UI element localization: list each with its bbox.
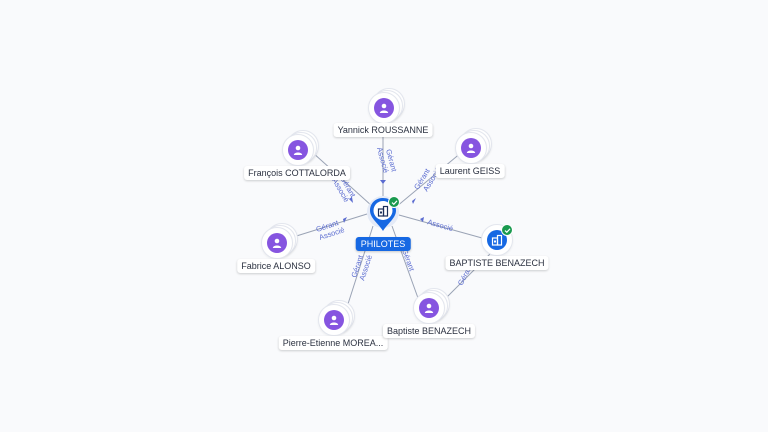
edge-arrow [349,197,353,203]
person-icon [374,98,394,118]
edge-arrow [380,180,386,184]
node-fabrice[interactable] [261,223,298,259]
edge-laurent [395,151,463,208]
node-baptiste[interactable] [413,288,450,324]
node-pierre[interactable] [318,300,355,336]
node-label-fabrice[interactable]: Fabrice ALONSO [237,259,315,273]
edge-label-baptiste-1: Gérant [400,248,417,273]
edge-fabrice [289,213,368,239]
node-francois[interactable] [282,130,319,166]
node-yannick[interactable] [368,88,405,124]
center-node-philotes[interactable] [366,195,400,231]
building-icon [487,230,507,250]
node-baptiste-company[interactable] [481,224,513,256]
edge-label-baptiste-company-1: Associé [426,217,454,233]
node-label-yannick[interactable]: Yannick ROUSSANNE [333,123,433,137]
edge-arrow [343,217,347,223]
person-icon [267,233,287,253]
node-label-baptiste-company[interactable]: BAPTISTE BENAZECH [445,256,549,270]
person-icon [324,310,344,330]
verified-check-icon [388,196,400,208]
node-label-francois[interactable]: François COTTALORDA [244,166,350,180]
edge-arrow [420,217,424,222]
node-label-laurent[interactable]: Laurent GEISS [435,164,505,178]
verified-check-icon [501,224,513,236]
center-node-label[interactable]: PHILOTES [355,237,411,251]
node-label-pierre[interactable]: Pierre-Etienne MOREA... [278,336,388,350]
building-icon [377,205,389,217]
edge-arrow [412,198,416,204]
person-icon [461,138,481,158]
edge-baptiste-company [398,214,483,239]
node-laurent[interactable] [455,128,492,164]
person-icon [288,140,308,160]
person-icon [419,298,439,318]
node-label-baptiste[interactable]: Baptiste BENAZECH [382,324,476,338]
